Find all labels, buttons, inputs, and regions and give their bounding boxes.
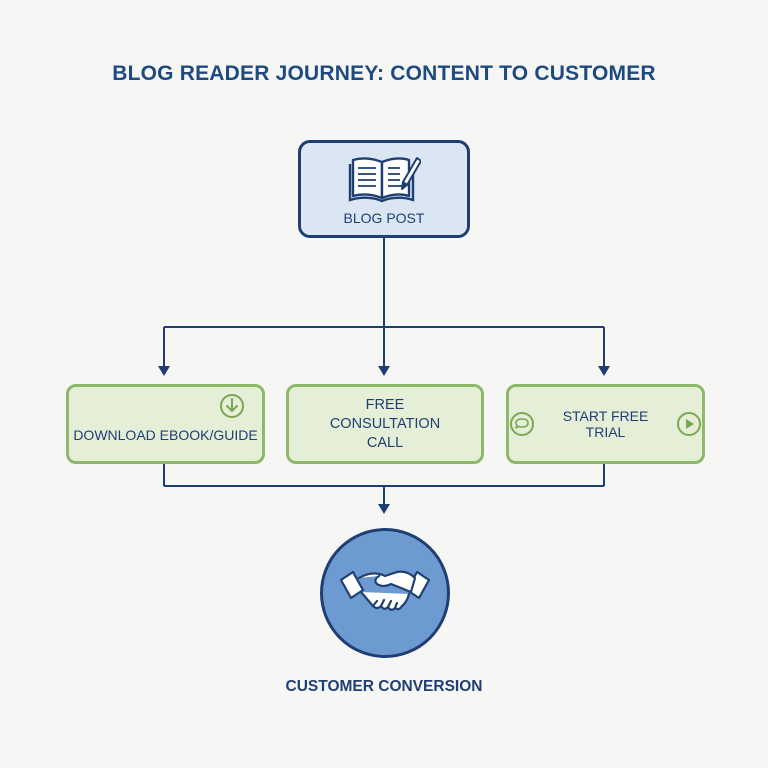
arrowhead-consultation xyxy=(378,366,390,376)
node-blog-post: BLOG POST xyxy=(298,140,470,238)
arrowhead-conversion xyxy=(378,504,390,514)
diagram-title: BLOG READER JOURNEY: CONTENT TO CUSTOMER xyxy=(112,62,656,85)
chat-bubble-icon xyxy=(509,411,535,437)
node-conversion-label: CUSTOMER CONVERSION xyxy=(285,678,483,695)
node-blog-post-label: BLOG POST xyxy=(343,210,425,226)
handshake-icon xyxy=(339,570,431,611)
node-download-ebook: DOWNLOAD EBOOK/GUIDE xyxy=(66,384,265,464)
arrowhead-trial xyxy=(598,366,610,376)
node-trial-label: START FREE TRIAL xyxy=(562,408,649,440)
node-consultation-label: FREE CONSULTATION CALL xyxy=(329,396,441,451)
node-download-label: DOWNLOAD EBOOK/GUIDE xyxy=(73,427,258,443)
node-customer-conversion xyxy=(320,528,450,658)
arrowhead-download xyxy=(158,366,170,376)
download-arrow-icon xyxy=(220,394,244,418)
node-free-consultation: FREE CONSULTATION CALL xyxy=(286,384,484,464)
open-book-pencil-icon xyxy=(348,157,421,203)
play-icon xyxy=(676,411,702,437)
node-start-free-trial: START FREE TRIAL xyxy=(506,384,705,464)
